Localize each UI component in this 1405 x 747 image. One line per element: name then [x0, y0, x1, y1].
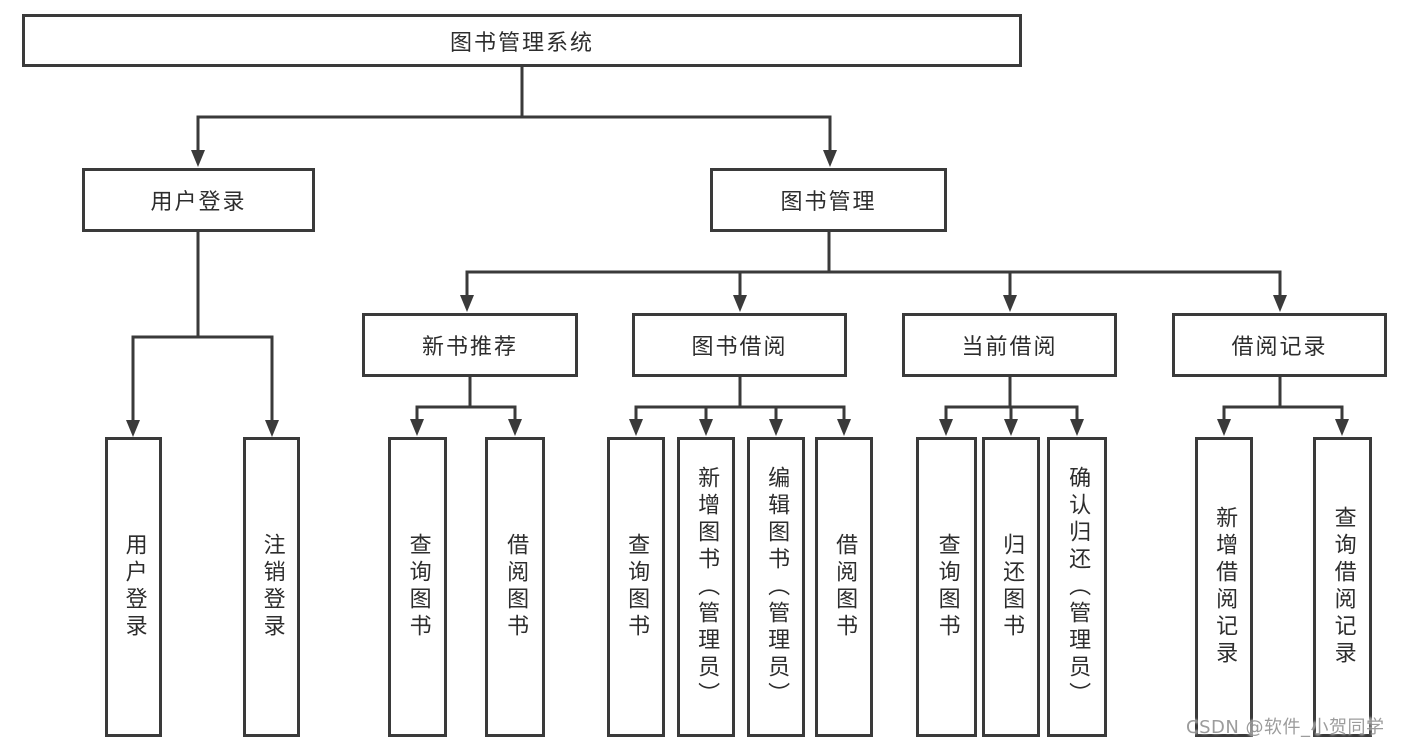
- leaf-query-books-recommend-label: 查询图书: [405, 533, 431, 641]
- leaf-query-books-current: 查询图书: [916, 437, 977, 737]
- leaf-edit-books-admin: 编辑图书（管理员）: [747, 437, 805, 737]
- leaf-logout: 注销登录: [243, 437, 300, 737]
- leaf-user-login: 用户登录: [105, 437, 162, 737]
- leaf-query-borrow-record-label: 查询借阅记录: [1330, 506, 1356, 668]
- node-new-book-recommend-label: 新书推荐: [421, 335, 518, 360]
- node-book-borrowing: 图书借阅: [632, 313, 847, 377]
- leaf-add-borrow-record: 新增借阅记录: [1195, 437, 1253, 737]
- leaf-confirm-return-admin: 确认归还（管理员）: [1047, 437, 1107, 737]
- leaf-borrow-books-recommend-label: 借阅图书: [503, 533, 529, 641]
- leaf-user-login-label: 用户登录: [121, 533, 147, 641]
- node-user-login: 用户登录: [82, 168, 315, 232]
- node-borrowing-records-label: 借阅记录: [1231, 335, 1328, 360]
- leaf-edit-books-admin-label: 编辑图书（管理员）: [764, 465, 790, 709]
- leaf-add-books-admin: 新增图书（管理员）: [677, 437, 735, 737]
- node-new-book-recommend: 新书推荐: [362, 313, 578, 377]
- leaf-query-books-borrowing-label: 查询图书: [624, 533, 650, 641]
- node-user-login-label: 用户登录: [150, 190, 247, 215]
- leaf-add-books-admin-label: 新增图书（管理员）: [694, 465, 720, 709]
- node-book-management: 图书管理: [710, 168, 947, 232]
- leaf-borrow-books-recommend: 借阅图书: [485, 437, 545, 737]
- leaf-confirm-return-admin-label: 确认归还（管理员）: [1065, 465, 1091, 709]
- node-current-borrowing: 当前借阅: [902, 313, 1117, 377]
- leaf-query-borrow-record: 查询借阅记录: [1313, 437, 1372, 737]
- node-book-management-label: 图书管理: [780, 190, 877, 215]
- leaf-return-books-label: 归还图书: [999, 533, 1025, 641]
- leaf-borrow-books-borrowing-label: 借阅图书: [832, 533, 858, 641]
- node-root-label: 图书管理系统: [449, 30, 594, 56]
- node-current-borrowing-label: 当前借阅: [961, 335, 1058, 360]
- node-book-borrowing-label: 图书借阅: [691, 335, 788, 360]
- csdn-watermark: CSDN @软件_小贺同学: [1186, 717, 1385, 738]
- leaf-add-borrow-record-label: 新增借阅记录: [1212, 506, 1238, 668]
- node-borrowing-records: 借阅记录: [1172, 313, 1387, 377]
- leaf-logout-label: 注销登录: [259, 533, 285, 641]
- leaf-query-books-current-label: 查询图书: [934, 533, 960, 641]
- leaf-return-books: 归还图书: [982, 437, 1040, 737]
- leaf-query-books-borrowing: 查询图书: [607, 437, 665, 737]
- node-root: 图书管理系统: [22, 14, 1022, 67]
- leaf-query-books-recommend: 查询图书: [388, 437, 447, 737]
- leaf-borrow-books-borrowing: 借阅图书: [815, 437, 873, 737]
